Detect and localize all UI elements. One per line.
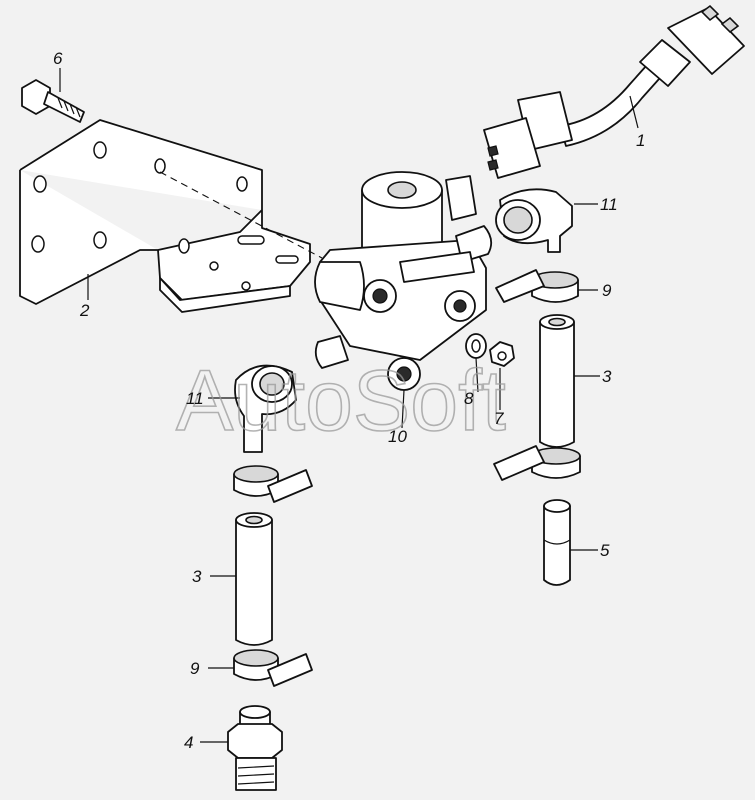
watermark: AutoSoft [176,353,506,449]
callout-8: 8 [464,389,474,408]
callout-2: 2 [79,301,90,320]
callout-9-left: 9 [190,659,200,678]
callout-labels: 6 2 1 11 9 3 5 11 3 9 4 8 7 10 [53,49,645,752]
leader-lines [59,68,639,743]
hose-clamp-part-9-upper[interactable] [495,269,579,303]
callout-1: 1 [636,131,645,150]
washer-part-8[interactable] [465,333,487,359]
wiring-harness-part-1[interactable] [483,4,745,179]
hose-part-3-left[interactable] [235,512,273,646]
callout-5: 5 [600,541,610,560]
elbow-fitting-part-11-left[interactable] [234,364,297,453]
threaded-adapter-part-4[interactable] [227,705,283,791]
nut-part-7[interactable] [489,341,515,367]
bracket-part-2[interactable] [19,119,311,313]
callout-10: 10 [388,427,407,446]
hose-clamp-part-9-left-lower[interactable] [233,649,313,687]
callout-7: 7 [494,409,504,428]
hose-part-3-right[interactable] [539,314,575,448]
callout-3-right: 3 [602,367,612,386]
connector-tube-part-5[interactable] [543,499,571,586]
callout-3-left: 3 [192,567,202,586]
callout-4: 4 [184,733,193,752]
callout-9-upper: 9 [602,281,612,300]
callout-11-left: 11 [186,389,204,408]
solenoid-valve-part-10[interactable] [314,171,493,391]
hose-clamp-part-9-lower[interactable] [493,445,581,481]
callout-11-right: 11 [600,195,618,214]
callout-6: 6 [53,49,63,68]
elbow-fitting-part-11-right[interactable] [495,188,573,253]
bolt-part-6[interactable] [21,79,85,123]
hose-clamp-part-9-left-upper[interactable] [233,465,313,503]
